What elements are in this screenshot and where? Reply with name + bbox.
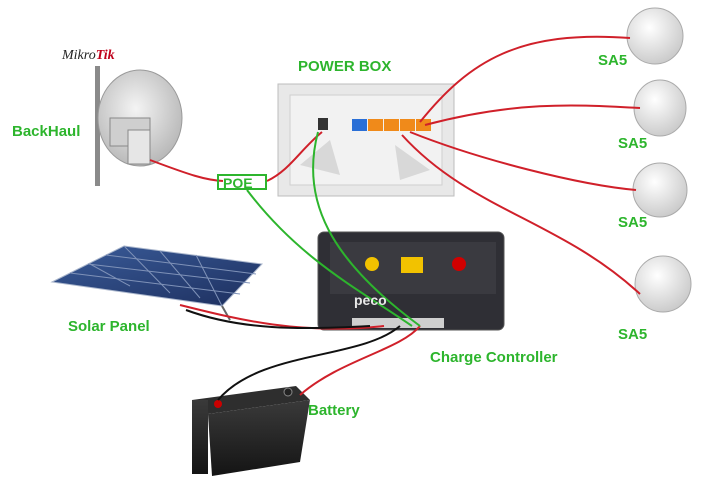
- wire-sa5-3: [409, 131, 637, 191]
- sa5-label-4: SA5: [618, 326, 648, 343]
- battery-icon: [192, 386, 310, 476]
- wire-poe-controller: [246, 189, 413, 327]
- backhaul-label: BackHaul: [12, 123, 81, 140]
- dish-antenna-icon: [95, 66, 183, 186]
- poe-box: [217, 174, 267, 190]
- charge-controller-label: Charge Controller: [430, 349, 558, 366]
- sector-antenna-icon: [626, 7, 692, 313]
- sa5-label-2: SA5: [618, 135, 648, 152]
- power-box-icon: [277, 83, 455, 197]
- poe-label: POE: [223, 175, 253, 191]
- sa5-label-1: SA5: [598, 52, 628, 69]
- battery-label: Battery: [308, 402, 360, 419]
- wire-solar-negative: [185, 309, 371, 330]
- charge-controller-icon: [317, 231, 505, 331]
- green-wires: [246, 131, 421, 327]
- mikrotik-logo: MikroTik: [62, 48, 115, 63]
- solar-panel-label: Solar Panel: [68, 318, 150, 335]
- wire-battery-negative: [217, 325, 401, 401]
- solar-panel-icon: [50, 245, 264, 321]
- wire-backhaul-poe: [149, 159, 224, 182]
- wire-battery-positive: [299, 325, 421, 396]
- wire-sa5-4: [401, 134, 641, 295]
- sa5-label-3: SA5: [618, 214, 648, 231]
- wire-solar-positive: [179, 304, 385, 330]
- wire-powerbox-controller: [312, 131, 421, 327]
- power-box-label: POWER BOX: [298, 58, 392, 75]
- wire-sa5-1: [419, 35, 631, 123]
- wire-sa5-2: [424, 104, 641, 126]
- black-wires: [185, 309, 401, 401]
- red-wires: [149, 35, 641, 396]
- controller-brand: peco: [354, 292, 387, 308]
